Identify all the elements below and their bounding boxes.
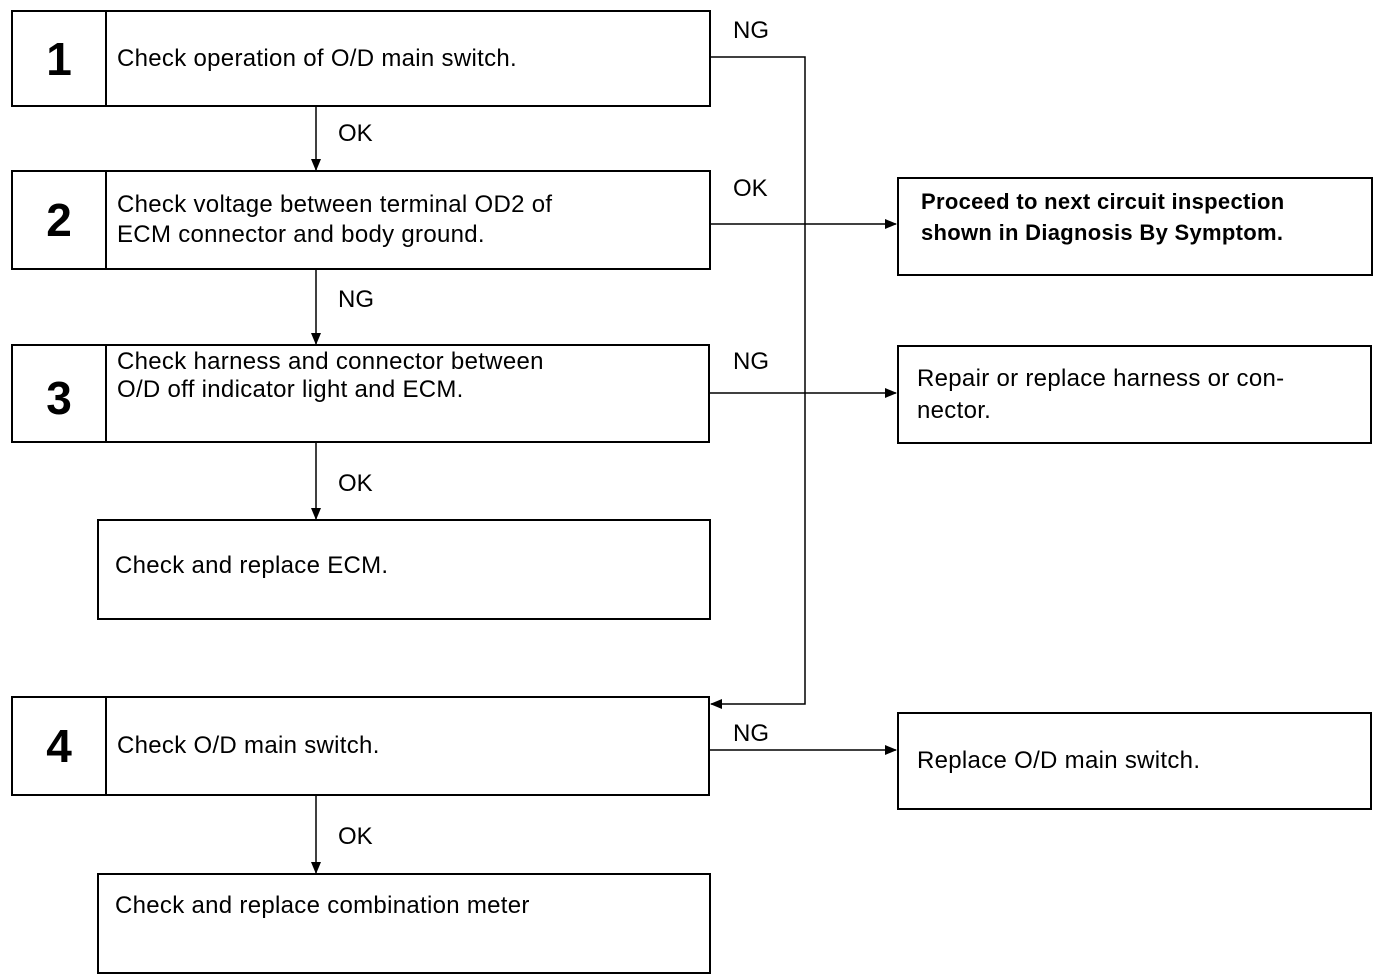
proceed-line-1: Proceed to next circuit inspection — [921, 189, 1285, 214]
label-ok-step-2: OK — [733, 175, 768, 202]
label-ng-step-4: NG — [733, 720, 769, 747]
step-1-number: 1 — [13, 12, 107, 105]
proceed-result-box: Proceed to next circuit inspection shown… — [897, 177, 1373, 276]
step-3-line-1: Check harness and connector between — [117, 348, 544, 375]
proceed-line-2: shown in Diagnosis By Symptom. — [921, 220, 1284, 245]
label-ok-step-3: OK — [338, 470, 373, 497]
step-1-box: 1 Check operation of O/D main switch. — [11, 10, 711, 107]
step-3-number: 3 — [13, 346, 107, 441]
step-4-line-1: Check O/D main switch. — [117, 732, 380, 759]
replace-meter-text: Check and replace combination meter — [115, 892, 530, 919]
label-ng-step-2: NG — [338, 286, 374, 313]
replace-switch-result-box: Replace O/D main switch. — [897, 712, 1372, 810]
label-ng-step-1: NG — [733, 17, 769, 44]
label-ok-step-4: OK — [338, 823, 373, 850]
replace-meter-box: Check and replace combination meter — [97, 873, 711, 974]
replace-switch-result-text: Replace O/D main switch. — [917, 747, 1201, 774]
step-3-text: Check harness and connector between O/D … — [107, 346, 554, 441]
label-ok-step-1: OK — [338, 120, 373, 147]
step-1-line-1: Check operation of O/D main switch. — [117, 44, 517, 72]
repair-result-box: Repair or replace harness or con- nector… — [897, 345, 1372, 444]
step-2-box: 2 Check voltage between terminal OD2 of … — [11, 170, 711, 270]
step-4-box: 4 Check O/D main switch. — [11, 696, 710, 796]
step-3-box: 3 Check harness and connector between O/… — [11, 344, 710, 443]
repair-line-2: nector. — [917, 397, 992, 424]
label-ng-step-3: NG — [733, 348, 769, 375]
step-2-line-2: ECM connector and body ground. — [117, 221, 485, 248]
step-2-text: Check voltage between terminal OD2 of EC… — [107, 172, 562, 268]
step-2-line-1: Check voltage between terminal OD2 of — [117, 191, 553, 218]
proceed-result-text: Proceed to next circuit inspection shown… — [921, 186, 1285, 248]
step-4-number: 4 — [13, 698, 107, 794]
replace-ecm-text: Check and replace ECM. — [115, 552, 389, 579]
repair-result-text: Repair or replace harness or con- nector… — [917, 363, 1284, 427]
step-4-text: Check O/D main switch. — [107, 698, 390, 794]
arrow-1-ng-to-4 — [710, 56, 806, 709]
repair-line-1: Repair or replace harness or con- — [917, 365, 1285, 392]
replace-ecm-box: Check and replace ECM. — [97, 519, 711, 620]
step-1-text: Check operation of O/D main switch. — [107, 12, 527, 105]
step-2-number: 2 — [13, 172, 107, 268]
step-3-line-2: O/D off indicator light and ECM. — [117, 376, 464, 403]
